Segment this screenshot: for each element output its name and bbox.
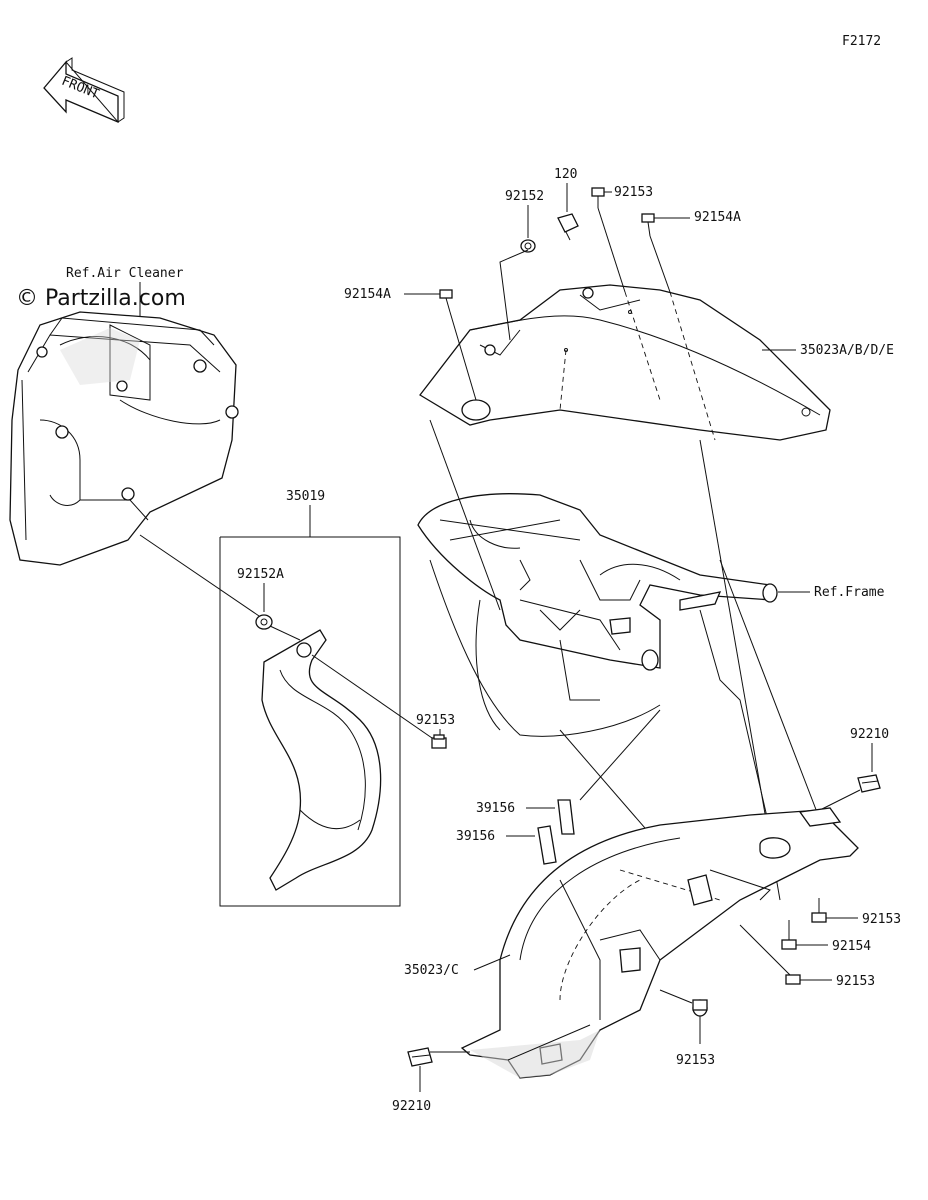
label-35019: 35019 [286, 489, 325, 504]
label-92153-r1: 92153 [862, 912, 901, 927]
label-92153-bottom: 92153 [676, 1053, 715, 1068]
label-35023c: 35023/C [404, 963, 459, 978]
bolt-92153-cover [431, 734, 447, 749]
label-35023abde: 35023A/B/D/E [800, 343, 894, 358]
bolt-92154a-left [439, 289, 453, 313]
side-cover-35019 [261, 629, 382, 891]
lower-fender-35023c [460, 807, 859, 1079]
frame-ref [417, 493, 778, 737]
sticker-39156-a [557, 799, 575, 835]
label-92152: 92152 [505, 189, 544, 204]
label-92210-bottom: 92210 [392, 1099, 431, 1114]
label-92154a-right: 92154A [694, 210, 741, 225]
label-92153-r2: 92153 [836, 974, 875, 989]
upper-fender-35023abde [419, 284, 831, 441]
bolt-120 [557, 213, 579, 241]
label-39156-b: 39156 [456, 829, 495, 844]
label-92210-right: 92210 [850, 727, 889, 742]
ref-frame-label: Ref.Frame [814, 585, 885, 600]
nut-92152a [255, 614, 273, 630]
watermark: © Partzilla.com [16, 286, 186, 311]
clip-92210-right [857, 774, 881, 793]
label-39156-a: 39156 [476, 801, 515, 816]
bolt-92154 [781, 920, 797, 950]
bolt-92153-r2 [785, 974, 801, 985]
label-92153-cover: 92153 [416, 713, 455, 728]
nut-92152 [520, 239, 536, 253]
label-92153-top: 92153 [614, 185, 653, 200]
diagram-code: F2172 [842, 34, 881, 49]
label-92152a: 92152A [237, 567, 284, 582]
bolt-92153-r1 [811, 898, 827, 923]
label-92154a-left: 92154A [344, 287, 391, 302]
front-arrow-icon: FRONT [43, 57, 125, 123]
clip-92210-bottom [407, 1047, 433, 1067]
sticker-39156-b [537, 825, 557, 865]
ref-air-cleaner-label: Ref.Air Cleaner [66, 266, 184, 281]
air-cleaner-box [9, 311, 239, 566]
bolt-92153-top [591, 187, 605, 208]
bolt-92153-bottom [692, 999, 708, 1017]
label-92154: 92154 [832, 939, 871, 954]
bolt-92154a-right [641, 213, 655, 237]
label-120: 120 [554, 167, 577, 182]
